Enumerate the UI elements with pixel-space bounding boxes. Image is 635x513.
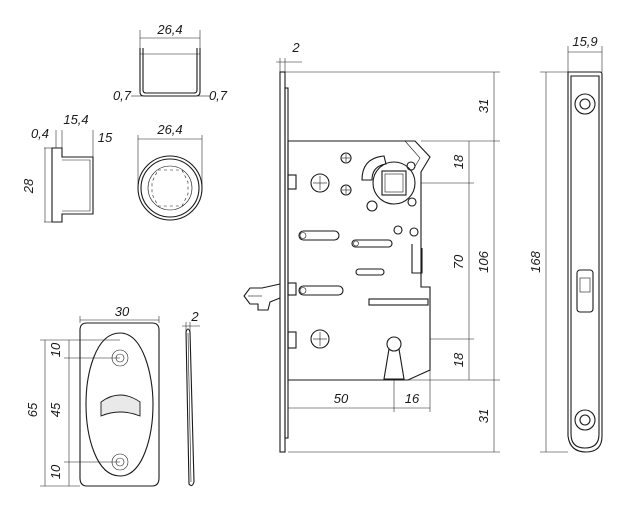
lower-segment-label: 18 bbox=[451, 352, 466, 367]
lock-body-view: 2 31 18 70 106 18 31 50 16 bbox=[243, 40, 500, 453]
rosette-top-view: 26,4 0,7 0,7 bbox=[113, 22, 228, 103]
escutcheon-thickness-label: 2 bbox=[190, 309, 199, 324]
center-distance-label: 70 bbox=[451, 254, 466, 269]
screw-hole-bottom bbox=[310, 329, 330, 349]
screw-hole-top bbox=[310, 173, 330, 193]
rosette-front-view: 26,4 bbox=[137, 122, 203, 221]
faceplate-front-view: 15,9 168 bbox=[528, 34, 603, 453]
bottom-offset-label: 31 bbox=[476, 409, 491, 423]
escutcheon-bottom-offset-label: 10 bbox=[48, 464, 63, 479]
escutcheon-hole-spacing-label: 45 bbox=[48, 402, 63, 417]
top-offset-label: 31 bbox=[476, 99, 491, 113]
faceplate-thickness-label: 2 bbox=[291, 40, 300, 55]
backset-label: 50 bbox=[334, 391, 349, 406]
faceplate-length-label: 168 bbox=[528, 250, 543, 272]
upper-segment-label: 18 bbox=[451, 154, 466, 169]
escutcheon-top-offset-label: 10 bbox=[48, 342, 63, 357]
rosette-side-height-label: 28 bbox=[21, 178, 36, 194]
escutcheon-width-label: 30 bbox=[115, 304, 130, 319]
rosette-side-flange-label: 15 bbox=[98, 130, 113, 145]
rosette-front-diameter-label: 26,4 bbox=[156, 122, 182, 137]
rosette-side-view: 0,4 15,4 15 28 bbox=[21, 112, 113, 223]
rosette-top-wall-left-label: 0,7 bbox=[113, 88, 132, 103]
escutcheon-side-view: 2 bbox=[182, 309, 200, 487]
rosette-top-wall-right-label: 0,7 bbox=[209, 88, 228, 103]
case-depth-label: 16 bbox=[405, 391, 420, 406]
rosette-side-depth-label: 15,4 bbox=[63, 112, 88, 127]
escutcheon-front-view: 30 65 10 45 10 bbox=[25, 304, 160, 487]
rosette-top-width-label: 26,4 bbox=[156, 22, 182, 37]
rosette-side-wall-label: 0,4 bbox=[31, 126, 49, 141]
body-height-label: 106 bbox=[476, 250, 491, 272]
faceplate-width-label: 15,9 bbox=[572, 34, 597, 49]
escutcheon-height-label: 65 bbox=[25, 402, 40, 417]
